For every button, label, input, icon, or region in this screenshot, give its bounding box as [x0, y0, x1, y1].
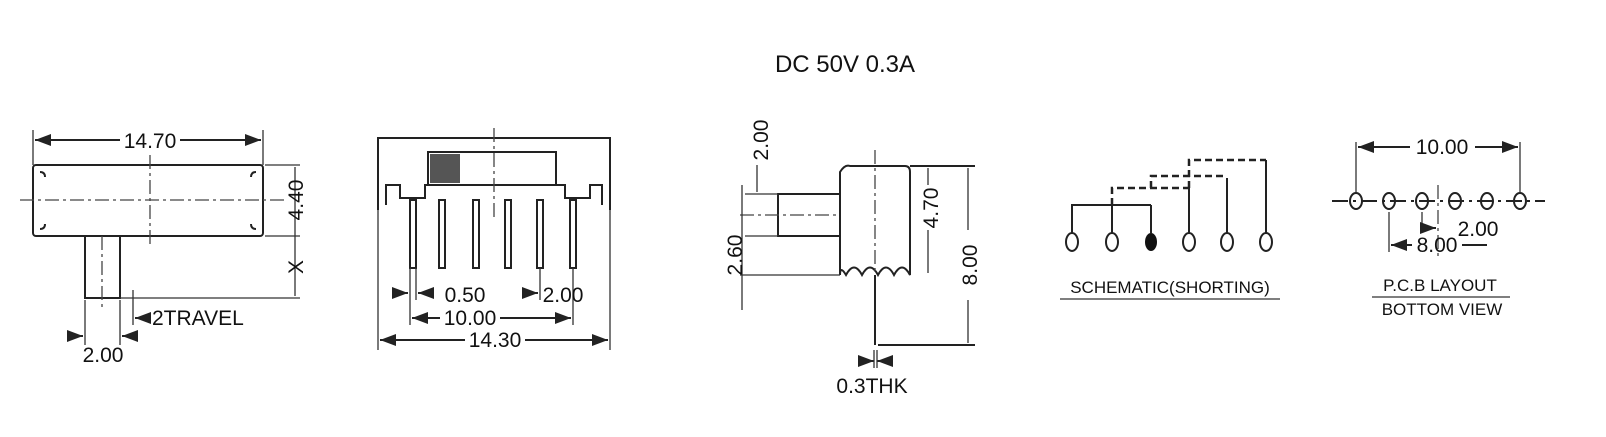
x-dim-label: X — [285, 260, 308, 274]
span-label: 10.00 — [444, 307, 497, 330]
thickness-label: 0.3THK — [836, 375, 907, 398]
lever-height-label: 2.00 — [750, 120, 773, 161]
width-dim-label: 14.70 — [124, 130, 177, 153]
front-view: 0.50 2.00 10.00 14.30 — [377, 128, 611, 352]
pcb-inner-span-label: 8.00 — [1417, 234, 1458, 257]
pin-width-label: 0.50 — [445, 284, 486, 307]
pcb-label-2: BOTTOM VIEW — [1382, 300, 1503, 319]
overall-label: 14.30 — [469, 329, 522, 352]
pcb-pitch-label: 2.00 — [1458, 218, 1499, 241]
pitch-label: 2.00 — [543, 284, 584, 307]
pins — [409, 199, 577, 269]
schematic-label: SCHEMATIC(SHORTING) — [1070, 278, 1270, 297]
side-view: 2.00 2.60 4.70 8.00 0.3THK — [724, 120, 982, 398]
pcb-label-1: P.C.B LAYOUT — [1383, 276, 1497, 295]
schematic: SCHEMATIC(SHORTING) — [1060, 158, 1280, 300]
pcb-holes — [1349, 192, 1527, 210]
height-dim-label: 4.40 — [285, 180, 308, 221]
rating-title: DC 50V 0.3A — [775, 51, 915, 78]
pcb-layout: 10.00 2.00 8.00 P.C.B LAYOUT BOTTOM VIEW — [1332, 136, 1545, 319]
pcb-span-label: 10.00 — [1416, 136, 1469, 159]
overall-height-label: 8.00 — [959, 245, 982, 286]
stem-dim-label: 2.00 — [83, 344, 124, 367]
travel-label: 2TRAVEL — [152, 307, 244, 330]
body-height-label: 4.70 — [920, 188, 943, 229]
top-view: 14.70 4.40 X 2TRAVEL 2.00 — [20, 130, 308, 367]
lever-offset-label: 2.60 — [724, 235, 747, 276]
